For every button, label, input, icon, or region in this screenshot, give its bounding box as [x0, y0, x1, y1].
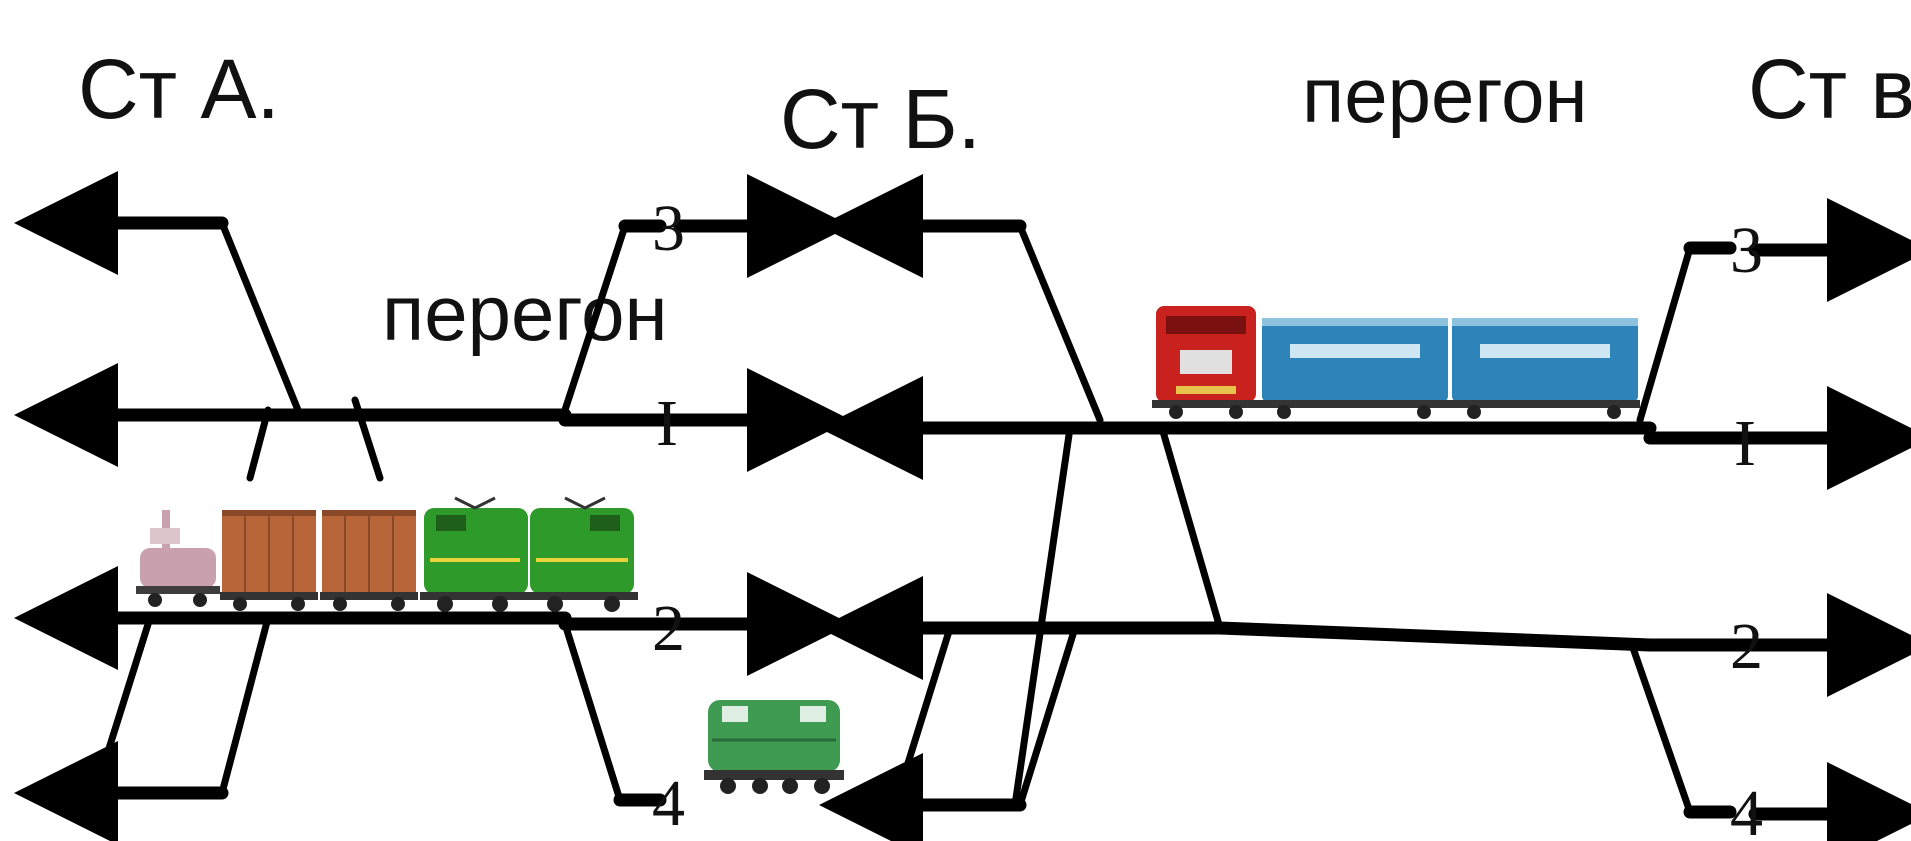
- switch-a-3-1: [218, 219, 304, 419]
- boxcar-1: [220, 510, 318, 611]
- switch-b-1-4: [1011, 424, 1074, 809]
- track-number-4-v: 4: [1730, 777, 1763, 841]
- freight-train: [136, 496, 638, 612]
- switch-b-2-4-right: [1016, 624, 1079, 809]
- freight-electric-locomotive: [420, 496, 638, 612]
- track-number-3-v: 3: [1730, 214, 1763, 287]
- boxcar-2: [320, 510, 418, 611]
- tank-car: [136, 510, 220, 607]
- station-a-tracks: [14, 171, 572, 841]
- haul-ab-tracks: [558, 174, 851, 807]
- passenger-car-2: [1450, 318, 1640, 419]
- passenger-train: [1152, 306, 1640, 419]
- switch-b-entry-3: [561, 222, 629, 414]
- track-number-1-b: I: [656, 387, 678, 460]
- switch-a-2-4-right: [218, 614, 272, 797]
- passenger-car-1: [1260, 318, 1450, 419]
- station-v-label: Ст в.: [1748, 42, 1911, 136]
- track-2-station-b: [819, 576, 1657, 680]
- switch-v-entry-3: [1636, 244, 1694, 424]
- shunting-locomotive: [704, 700, 844, 794]
- switch-v-entry-4: [1628, 641, 1694, 816]
- switch-a-2-4-left: [91, 614, 154, 797]
- track-number-3-b: 3: [652, 192, 685, 265]
- switch-a-crossover-1: [246, 406, 272, 482]
- switch-b-3-1: [1016, 222, 1104, 424]
- switch-b-2-4-left: [891, 624, 954, 809]
- passenger-diesel-locomotive: [1152, 306, 1260, 419]
- haul-ab-label: перегон: [382, 269, 668, 357]
- switch-b-entry-4: [561, 620, 624, 804]
- track-number-1-v: I: [1734, 407, 1756, 480]
- station-b-label: Ст Б.: [780, 72, 981, 166]
- switch-a-crossover-2: [351, 396, 384, 482]
- haul-bv-label: перегон: [1302, 51, 1588, 139]
- track-number-2-v: 2: [1730, 610, 1763, 683]
- haul-bv-tracks: [1628, 198, 1911, 841]
- station-b-tracks: [819, 174, 1657, 841]
- switch-b-1-2-cross: [1158, 424, 1224, 632]
- track-number-2-b: 2: [652, 592, 685, 665]
- station-a-label: Ст А.: [78, 42, 280, 136]
- track-number-4-b: 4: [652, 767, 685, 840]
